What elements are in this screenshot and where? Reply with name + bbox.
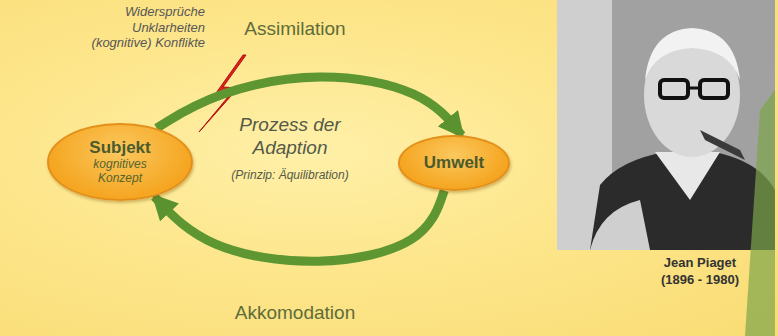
node-text-group: Umwelt <box>424 153 484 173</box>
photo-caption: Jean Piaget <box>630 255 770 271</box>
adaptation-arrow <box>154 191 444 262</box>
node-text-group: Subjektkognitives Konzept <box>75 138 165 185</box>
photo-wall <box>557 0 775 250</box>
note-text: Widersprüche Unklarheiten (kognitive) Ko… <box>70 4 205 51</box>
edge-label: Assimilation <box>220 18 370 40</box>
photo-glasses <box>660 80 688 98</box>
node-subtitle: kognitives Konzept <box>75 158 165 186</box>
photo-shirt <box>655 152 720 200</box>
node-title: Umwelt <box>424 153 484 173</box>
photo-ground <box>557 0 775 250</box>
photo-glasses <box>688 87 700 90</box>
photo-hand <box>590 200 650 250</box>
process-label: (Prinzip: Äquilibration) <box>200 168 380 182</box>
photo-caption: (1896 - 1980) <box>630 272 770 288</box>
photo-glasses <box>700 80 728 98</box>
concept-ellipse: Umwelt <box>398 135 510 191</box>
edge-label: Akkomodation <box>215 302 375 324</box>
process-label: Prozess der Adaption <box>215 114 365 160</box>
node-title: Subjekt <box>75 138 165 158</box>
photo-hair <box>645 28 740 80</box>
portrait-photo <box>557 0 775 250</box>
concept-ellipse: Subjektkognitives Konzept <box>47 123 194 201</box>
photo-pipe <box>700 130 745 160</box>
accent-band <box>745 90 775 336</box>
photo-suit <box>590 152 775 250</box>
